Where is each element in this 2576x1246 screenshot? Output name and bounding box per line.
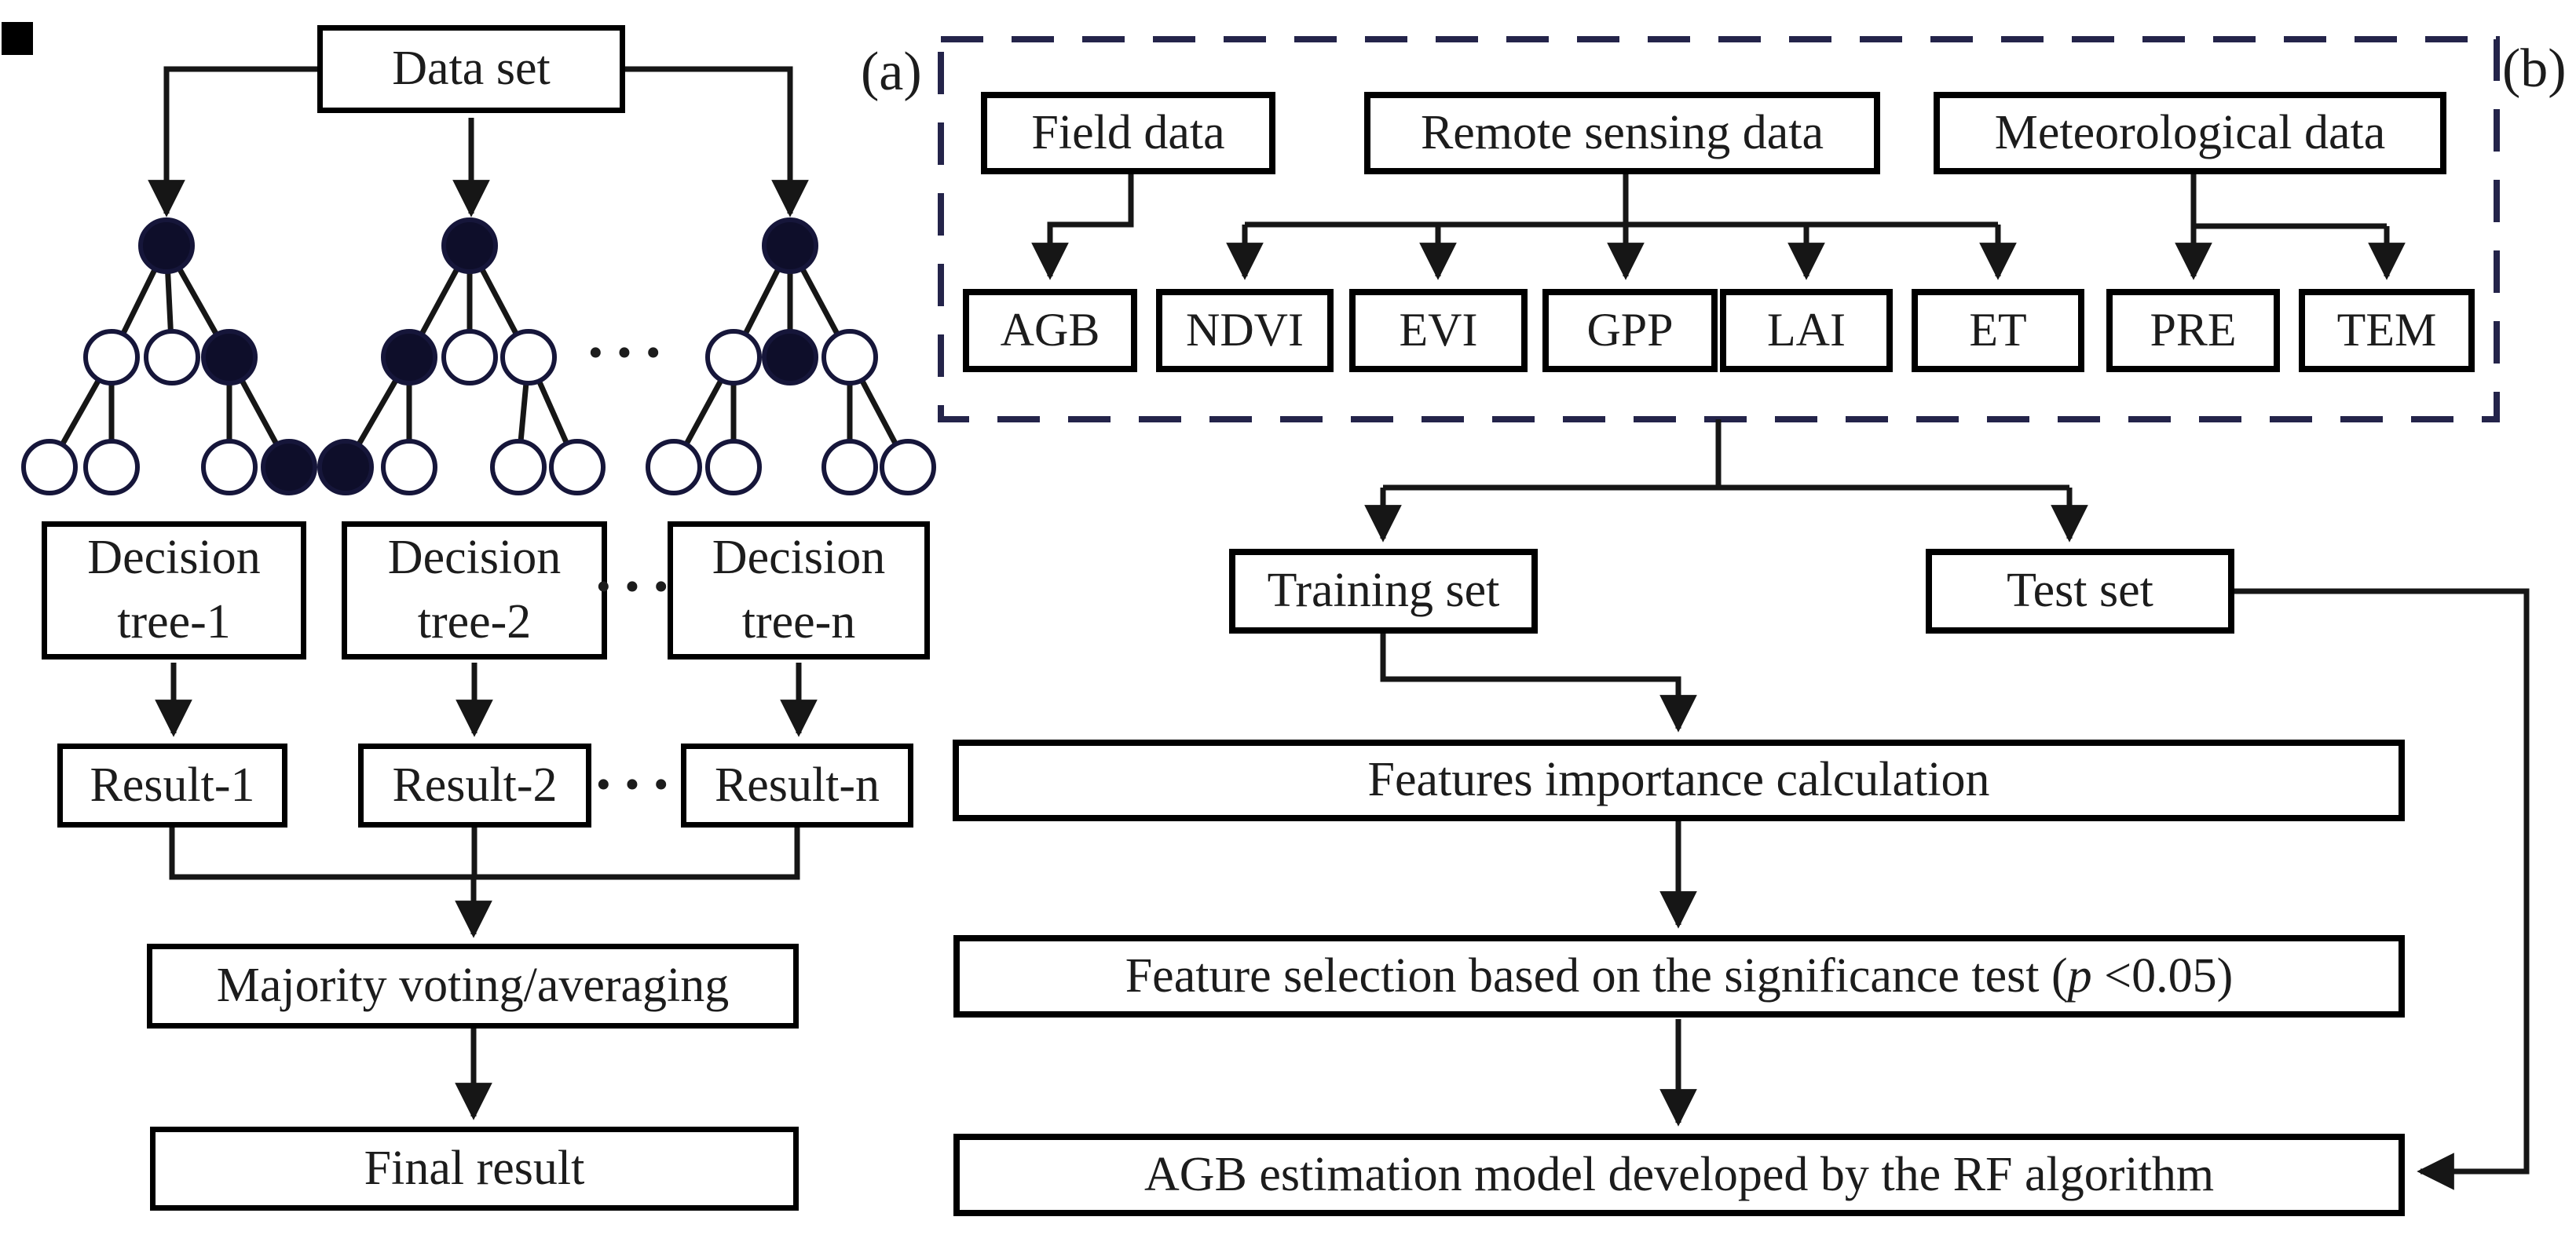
- variable-box-agb: AGB: [963, 289, 1137, 372]
- variable-box-pre: PRE: [2106, 289, 2280, 372]
- variable-box-lai: LAI: [1720, 289, 1893, 372]
- tree-node-filled: [261, 439, 317, 495]
- features-importance-label: Features importance calculation: [1367, 753, 1990, 807]
- feature-selection-prefix: Feature selection based on the significa…: [1125, 948, 2068, 1003]
- variable-pre-label: PRE: [2150, 304, 2237, 356]
- majority-voting-box: Majority voting/averaging: [147, 944, 799, 1029]
- tree-ellipsis: ···: [584, 318, 672, 388]
- decision-tree-2-line1: Decision: [387, 531, 562, 585]
- scan-artifact: [2, 22, 33, 55]
- decision-tree-1-line2: tree-1: [117, 595, 231, 649]
- agb-model-box: AGB estimation model developed by the RF…: [953, 1134, 2405, 1216]
- variable-box-evi: EVI: [1349, 289, 1528, 372]
- variable-box-gpp: GPP: [1542, 289, 1718, 372]
- tree-node-empty: [381, 439, 437, 495]
- tree-node-empty: [705, 439, 762, 495]
- meteorological-data-box: Meteorological data: [1934, 92, 2446, 174]
- tree-node-filled: [317, 439, 374, 495]
- decision-tree-1-box: Decision tree-1: [42, 521, 306, 660]
- panel-a-label: (a): [861, 42, 922, 102]
- tree-node-empty: [500, 329, 557, 385]
- result-2-box: Result-2: [358, 744, 591, 828]
- decision-trees: [21, 217, 936, 495]
- tree-node-filled: [138, 217, 195, 274]
- variable-box-tem: TEM: [2299, 289, 2475, 372]
- tree-node-empty: [821, 329, 878, 385]
- tree-node-filled: [201, 329, 258, 385]
- edge-dataset-to-tree3: [625, 66, 809, 217]
- panel-b-label: (b): [2502, 38, 2567, 99]
- tree-node-empty: [646, 439, 702, 495]
- field-data-label: Field data: [1031, 105, 1225, 159]
- variable-box-et: ET: [1912, 289, 2084, 372]
- variable-agb-label: AGB: [1000, 304, 1100, 356]
- agb-model-label: AGB estimation model developed by the RF…: [1143, 1147, 2215, 1201]
- tree-node-filled: [441, 217, 498, 274]
- majority-voting-label: Majority voting/averaging: [216, 959, 730, 1013]
- tree-node-empty: [441, 329, 498, 385]
- result-2-label: Result-2: [392, 758, 558, 812]
- remote-sensing-data-box: Remote sensing data: [1364, 92, 1880, 174]
- decision-tree-1-line1: Decision: [87, 531, 261, 585]
- result-n-box: Result-n: [681, 744, 913, 828]
- tree-node-filled: [762, 329, 818, 385]
- variable-et-label: ET: [1969, 304, 2027, 356]
- tree-node-filled: [381, 329, 437, 385]
- final-result-label: Final result: [364, 1141, 585, 1195]
- field-data-box: Field data: [981, 92, 1275, 174]
- tree-node-empty: [21, 439, 78, 495]
- tree-node-empty: [705, 329, 762, 385]
- result-n-label: Result-n: [714, 758, 880, 812]
- decision-ellipsis: ···: [592, 552, 680, 622]
- feature-selection-suffix: <0.05): [2091, 948, 2234, 1003]
- variable-ndvi-label: NDVI: [1186, 304, 1304, 356]
- tree-node-empty: [83, 329, 140, 385]
- training-set-box: Training set: [1229, 549, 1538, 634]
- tree-node-empty: [201, 439, 258, 495]
- dataset-box: Data set: [317, 25, 625, 113]
- edge-test-to-model: [2234, 588, 2530, 1190]
- features-importance-box: Features importance calculation: [953, 740, 2405, 821]
- edge-training-to-features: [1380, 634, 1697, 733]
- remote-sensing-data-label: Remote sensing data: [1420, 105, 1824, 159]
- variable-tem-label: TEM: [2336, 304, 2437, 356]
- test-set-box: Test set: [1926, 549, 2234, 634]
- edge-results-bus: [169, 828, 800, 880]
- variable-gpp-label: GPP: [1586, 304, 1674, 356]
- variable-box-ndvi: NDVI: [1156, 289, 1334, 372]
- tree-node-filled: [762, 217, 818, 274]
- feature-selection-box: Feature selection based on the significa…: [953, 935, 2405, 1018]
- variable-evi-label: EVI: [1399, 304, 1478, 356]
- tree-node-empty: [549, 439, 606, 495]
- edge-fielddata-to-agb: [1031, 174, 1134, 280]
- variable-lai-label: LAI: [1767, 304, 1846, 356]
- dataset-label: Data set: [392, 42, 551, 96]
- decision-tree-2-box: Decision tree-2: [342, 521, 607, 660]
- decision-tree-n-line2: tree-n: [741, 595, 856, 649]
- result-1-box: Result-1: [57, 744, 287, 828]
- tree-node-empty: [880, 439, 936, 495]
- feature-selection-label: Feature selection based on the significa…: [1125, 945, 2234, 1009]
- result-1-label: Result-1: [90, 758, 255, 812]
- tree-node-empty: [144, 329, 200, 385]
- test-set-label: Test set: [2007, 564, 2153, 618]
- decision-tree-n-box: Decision tree-n: [668, 521, 930, 660]
- tree-node-empty: [83, 439, 140, 495]
- tree-node-empty: [490, 439, 547, 495]
- feature-selection-p: p: [2067, 948, 2092, 1003]
- tree-node-empty: [821, 439, 878, 495]
- decision-tree-n-line1: Decision: [712, 531, 886, 585]
- training-set-label: Training set: [1267, 564, 1500, 618]
- edge-dataset-to-tree1: [148, 66, 317, 217]
- meteorological-data-label: Meteorological data: [1994, 105, 2386, 159]
- decision-tree-2-line2: tree-2: [417, 595, 532, 649]
- result-ellipsis: ···: [592, 750, 680, 820]
- final-result-box: Final result: [150, 1127, 799, 1211]
